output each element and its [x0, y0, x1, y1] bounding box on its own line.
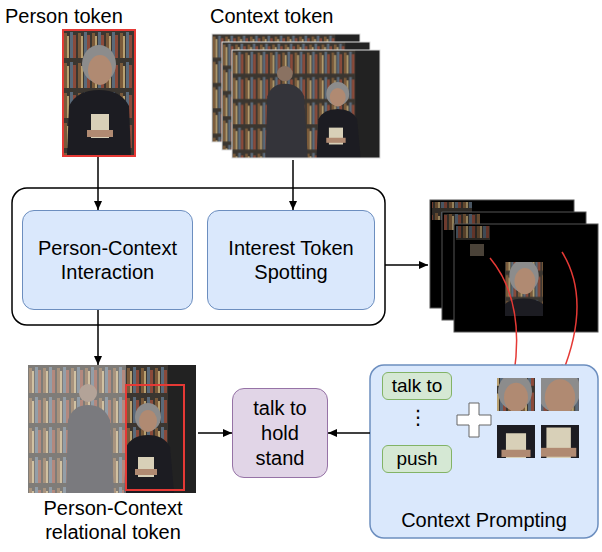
relational-image [28, 365, 196, 493]
flow-arrow [97, 157, 99, 210]
red-pointer-arrow [490, 258, 517, 374]
image-token-group: Person token [5, 4, 135, 157]
node-text: hold [261, 421, 299, 446]
image-token-group: Context token [210, 4, 382, 160]
flow-arrow [328, 432, 370, 434]
person-red-frame [63, 30, 135, 156]
module-box: Interest Token Spotting [207, 210, 375, 310]
relational-token-group: Person-Context relational token [28, 365, 198, 548]
node-text: talk to [253, 396, 306, 421]
output-arrow [385, 264, 428, 266]
node-text: Context token [210, 4, 382, 28]
action-output-box: talk toholdstand [232, 388, 328, 478]
person-crop-image [63, 30, 135, 156]
node-text: Person-Context relational token [28, 496, 198, 544]
context-frame-stack [212, 34, 380, 158]
context-prompting-box: Context Prompting talk to push [370, 365, 598, 538]
node-text: talk to [392, 375, 443, 398]
context-patches [475, 321, 602, 503]
plus-symbol [457, 403, 491, 437]
node-text: stand [256, 446, 305, 471]
node-text: Context Prompting [401, 508, 567, 532]
action-prompt-box: talk to [382, 372, 452, 400]
module-container [12, 188, 385, 325]
red-pointer-arrow [562, 252, 577, 374]
node-text: push [396, 448, 437, 471]
module-box: Person-Context Interaction [22, 210, 193, 310]
node-text: Person-Context Interaction [31, 236, 184, 284]
node-text: Person token [5, 4, 135, 28]
node-text: Interest Token Spotting [216, 236, 366, 284]
action-prompt-box: push [382, 445, 452, 473]
flow-arrow [198, 432, 232, 434]
flow-arrow [97, 310, 99, 365]
ellipsis-label: ⋮ [408, 407, 428, 427]
flow-arrow [292, 160, 294, 210]
